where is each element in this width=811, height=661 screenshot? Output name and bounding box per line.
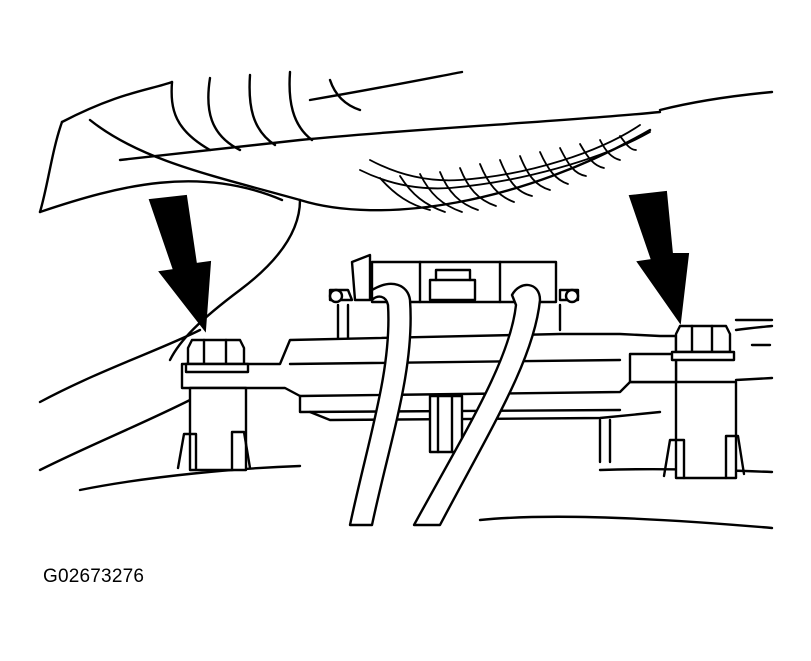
- center-connector: [428, 394, 612, 464]
- background-structure: [38, 70, 774, 530]
- right-mounting-bolt: [670, 324, 736, 362]
- mounting-plate: [180, 318, 774, 422]
- left-fastener-arrow: [148, 194, 212, 333]
- left-support: [176, 386, 252, 472]
- figure-id-label: G02673276: [43, 566, 145, 587]
- module-housing: [328, 253, 580, 342]
- right-fastener-arrow: [628, 190, 690, 325]
- right-support: [662, 380, 746, 480]
- upper-hose: [88, 70, 662, 362]
- wire-harness: [348, 282, 542, 527]
- left-mounting-bolt: [184, 338, 250, 374]
